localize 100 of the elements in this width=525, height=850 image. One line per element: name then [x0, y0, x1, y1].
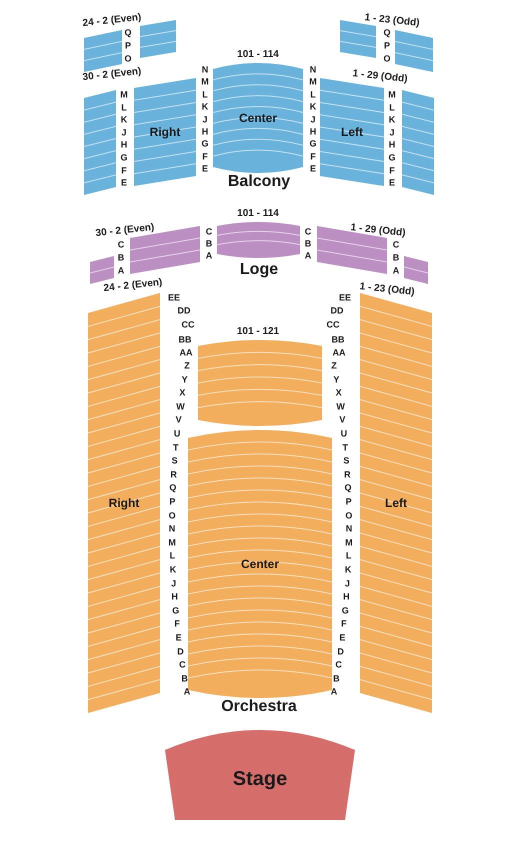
seating-section — [340, 20, 376, 58]
seating-section — [395, 30, 433, 72]
row-letter: L — [121, 103, 127, 112]
row-letter: T — [173, 443, 178, 452]
row-letter: BB — [332, 336, 344, 344]
row-letter: M — [388, 90, 396, 100]
section-name: Center — [238, 110, 277, 127]
row-letter: DD — [330, 306, 344, 316]
seating-section — [402, 90, 434, 195]
seat-range-label: 101 - 121 — [236, 327, 280, 337]
row-letter: Q — [384, 28, 390, 38]
seat-range-label: 1 - 23 (Odd) — [359, 282, 415, 298]
row-letter: F — [341, 620, 347, 629]
seat-range-label: 24 - 2 (Even) — [82, 12, 142, 30]
row-letter: R — [170, 470, 177, 480]
row-letter: E — [202, 164, 208, 174]
row-letter: L — [202, 90, 208, 100]
row-letter: A — [304, 252, 312, 260]
row-letter: G — [388, 154, 396, 162]
row-letter: R — [344, 470, 351, 480]
level-name: Balcony — [228, 174, 290, 190]
row-letter: K — [170, 566, 176, 574]
seating-section — [213, 63, 303, 173]
row-letter: M — [168, 538, 176, 548]
row-letter: J — [171, 579, 176, 588]
row-letter: H — [120, 140, 128, 150]
row-letter: P — [125, 42, 131, 50]
row-letter: AA — [180, 348, 192, 358]
row-letter: G — [342, 606, 349, 616]
row-letter: AA — [332, 348, 346, 358]
row-letter: G — [120, 154, 128, 162]
stage-label: Stage — [232, 767, 288, 792]
row-letter: S — [343, 456, 350, 466]
row-letter: Y — [333, 375, 340, 384]
row-letter: H — [343, 592, 350, 602]
row-letter: K — [310, 102, 316, 112]
seating-section — [217, 222, 300, 258]
row-letter: V — [176, 416, 182, 425]
seating-section — [140, 20, 176, 58]
row-letter: EE — [168, 294, 180, 302]
row-letter: C — [118, 240, 124, 250]
row-letter: H — [202, 128, 208, 136]
row-letter: B — [304, 240, 312, 248]
row-letter: P — [169, 498, 176, 506]
row-letter: N — [202, 66, 208, 74]
row-letter: C — [206, 228, 212, 236]
row-letter: C — [335, 660, 342, 670]
row-letter: W — [176, 402, 185, 412]
seat-range-label: 1 - 29 (Odd) — [350, 223, 406, 239]
section-name: Right — [108, 495, 140, 512]
row-letter: Q — [344, 484, 352, 493]
row-letter: Z — [331, 362, 337, 370]
row-letter: B — [206, 240, 212, 248]
row-letter: L — [389, 103, 395, 112]
row-letter: K — [388, 116, 396, 125]
seating-section — [90, 256, 114, 284]
row-letter: H — [388, 140, 396, 150]
row-letter: F — [174, 620, 180, 629]
row-letter: M — [201, 78, 209, 87]
seating-section — [84, 90, 116, 195]
row-letter: M — [345, 538, 353, 548]
row-letter: L — [170, 552, 176, 561]
row-letter: G — [310, 140, 316, 149]
row-letter: EE — [339, 294, 351, 302]
seating-section — [134, 78, 196, 186]
row-letter: D — [177, 647, 184, 656]
row-letter: B — [392, 254, 400, 262]
row-letter: B — [118, 254, 124, 262]
row-letter: D — [337, 647, 344, 656]
row-letter: F — [121, 166, 127, 176]
seat-range-label: 101 - 114 — [237, 209, 279, 219]
row-letter: C — [392, 240, 400, 250]
row-letter: J — [202, 115, 208, 124]
row-letter: T — [342, 443, 348, 452]
row-letter: H — [310, 128, 316, 136]
row-letter: N — [346, 524, 352, 534]
row-letter: X — [336, 388, 342, 398]
row-letter: H — [171, 592, 178, 602]
row-letter: E — [310, 164, 316, 174]
level-name: Orchestra — [221, 699, 297, 715]
row-letter: J — [122, 128, 126, 138]
row-letter: K — [202, 102, 208, 112]
row-letter: P — [384, 42, 390, 50]
row-letter: G — [172, 606, 180, 616]
row-letter: O — [124, 54, 132, 64]
seat-range-label: 30 - 2 (Even) — [95, 222, 155, 240]
seating-section — [88, 293, 160, 713]
row-letter: BB — [178, 336, 192, 344]
seating-section — [198, 340, 322, 426]
row-letter: K — [120, 116, 128, 125]
row-letter: A — [330, 688, 338, 697]
row-letter: G — [202, 140, 208, 149]
section-name: Left — [341, 124, 363, 141]
seat-range-label: 1 - 23 (Odd) — [364, 13, 420, 29]
row-letter: A — [184, 688, 190, 697]
row-letter: B — [333, 674, 340, 684]
row-letter: F — [202, 152, 208, 162]
row-letter: F — [389, 166, 395, 176]
row-letter: E — [339, 634, 346, 642]
row-letter: M — [120, 90, 128, 100]
